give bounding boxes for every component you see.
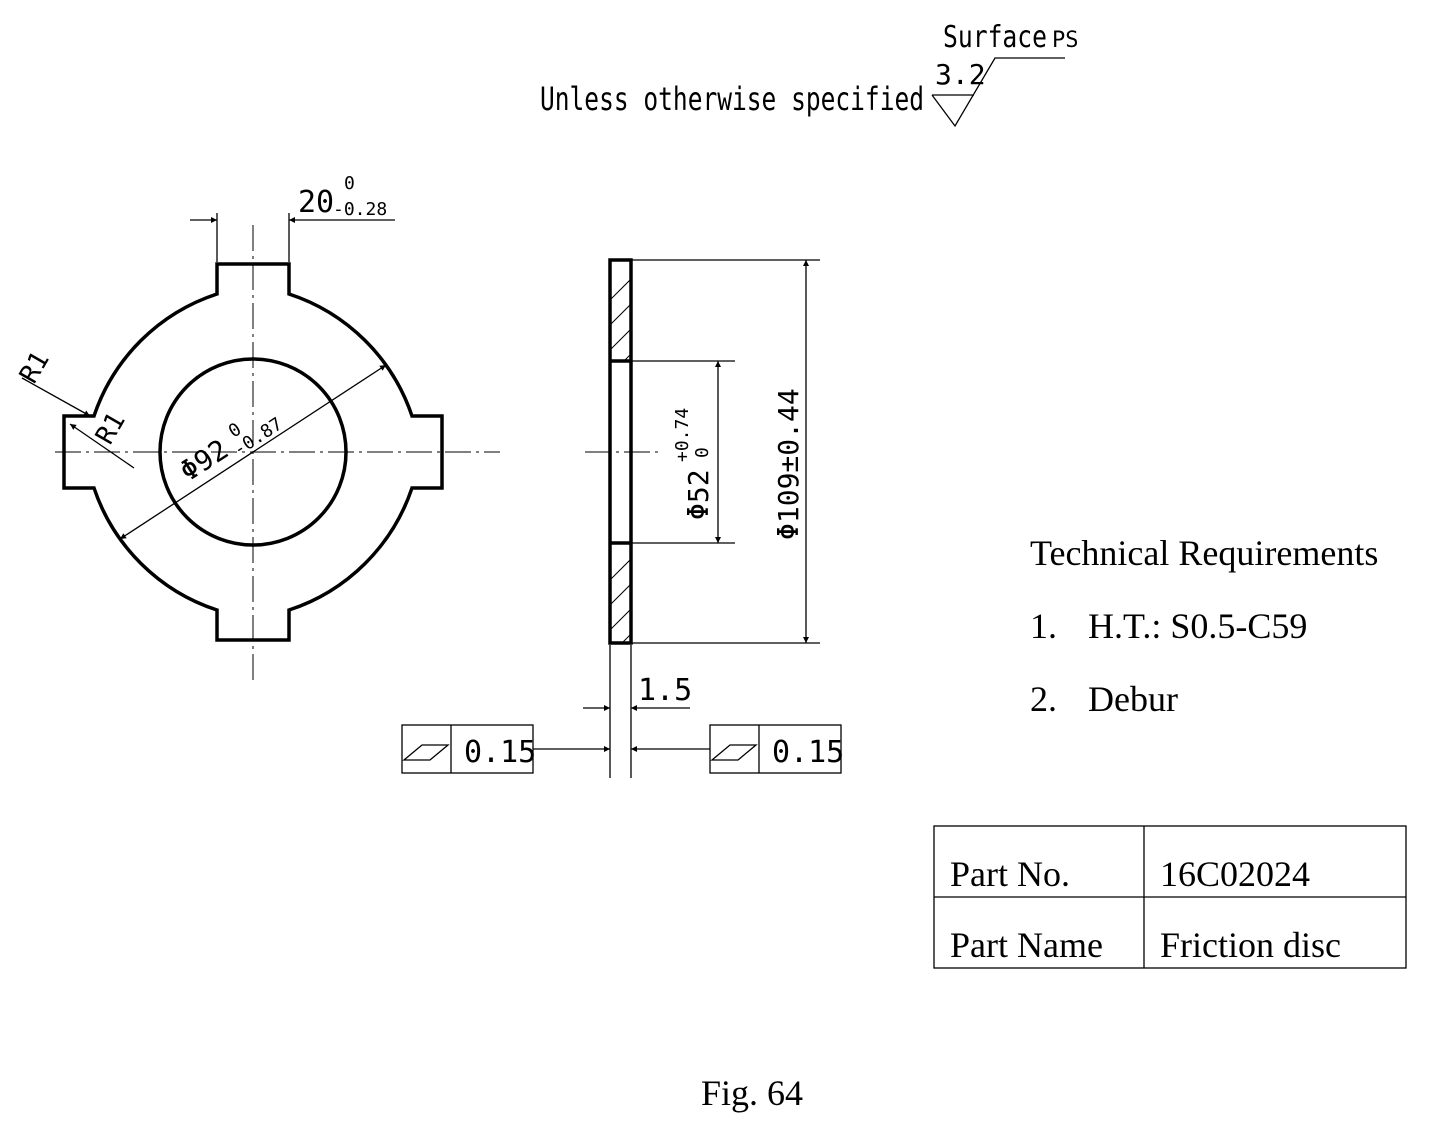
side-outer-diameter-value: Φ109±0.44 (772, 388, 805, 540)
surface-note: Unless otherwise specified Surface PS 3.… (540, 20, 1079, 128)
roughness-value: 3.2 (935, 58, 986, 91)
inner-diameter-tol-upper: +0.74 (672, 408, 693, 462)
requirements-title: Technical Requirements (1030, 533, 1378, 573)
requirement-text: Debur (1088, 679, 1178, 719)
surface-label-suffix: PS (1052, 28, 1079, 53)
inner-diameter-value: Φ52 (682, 469, 715, 520)
side-view: Φ52 +0.74 0 Φ109±0.44 1.5 (533, 258, 820, 778)
requirement-number: 2. (1030, 679, 1057, 719)
outer-diameter-value: Φ92 (174, 433, 234, 488)
technical-requirements: Technical Requirements 1. H.T.: S0.5-C59… (1030, 533, 1378, 719)
figure-caption: Fig. 64 (701, 1073, 803, 1113)
part-name-value: Friction disc (1160, 925, 1341, 965)
flatness-icon (402, 744, 450, 761)
flatness-icon (710, 744, 758, 761)
requirement-number: 1. (1030, 606, 1057, 646)
thickness-value: 1.5 (638, 673, 692, 708)
radius-leader (69, 423, 135, 469)
roughness-symbol-icon (931, 57, 1065, 128)
part-no-label: Part No. (950, 854, 1070, 894)
disc-outer-profile (62, 262, 444, 642)
outer-diameter-label: Φ92 0 -0.87 (174, 414, 287, 488)
key-width-tol-lower: -0.28 (333, 199, 387, 220)
key-width-tol-upper: 0 (344, 173, 355, 194)
inner-diameter-tol-lower: 0 (692, 447, 713, 458)
inner-diameter-label: Φ52 +0.74 0 (672, 408, 715, 520)
section-outline (608, 258, 633, 645)
outer-diameter-dimension-line (119, 364, 387, 540)
requirement-text: H.T.: S0.5-C59 (1088, 606, 1307, 646)
tolerance-value: 0.15 (772, 735, 844, 770)
tolerance-value: 0.15 (464, 735, 536, 770)
surface-note-prefix: Unless otherwise specified (540, 80, 924, 118)
tolerance-frame-box (401, 724, 534, 774)
radius-leader (21, 377, 91, 417)
section-hatch-bottom (610, 558, 631, 643)
outer-diameter-tol-lower: -0.87 (230, 414, 287, 461)
radius-label-outer: R1 (14, 346, 56, 388)
key-width-value: 20 (298, 185, 334, 220)
part-name-label: Part Name (950, 925, 1103, 965)
surface-label: Surface (943, 20, 1047, 55)
part-no-value: 16C02024 (1160, 854, 1310, 894)
tolerance-frame-box (709, 724, 842, 774)
tolerance-frame: 0.15 (401, 724, 536, 774)
title-block: Part No. 16C02024 Part Name Friction dis… (933, 825, 1407, 969)
front-view: 20 0 -0.28 Φ92 0 -0.87 R1 R1 (14, 173, 500, 685)
tolerance-frame: 0.15 (709, 724, 844, 774)
